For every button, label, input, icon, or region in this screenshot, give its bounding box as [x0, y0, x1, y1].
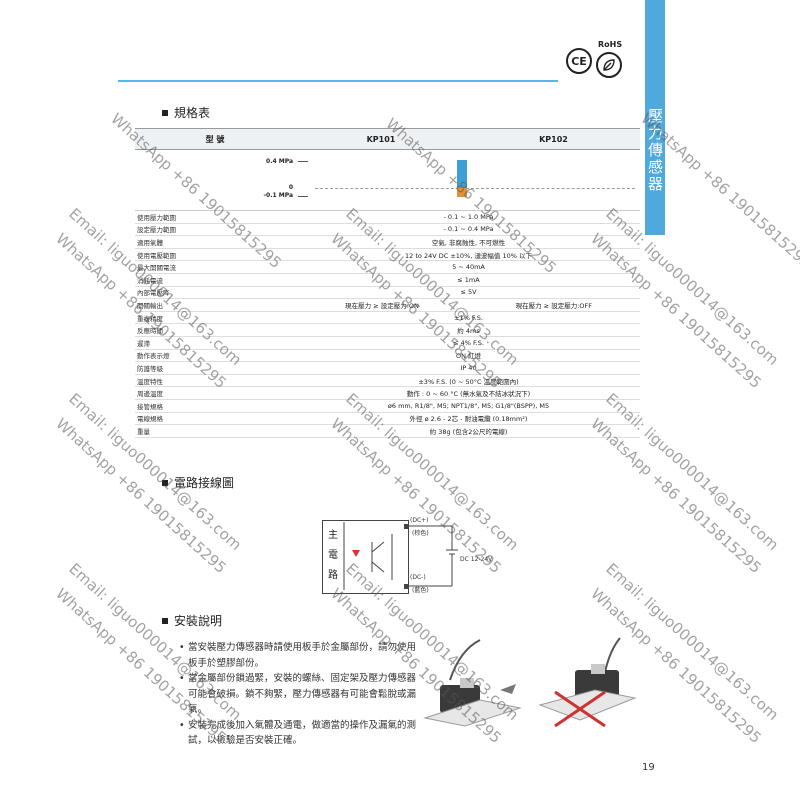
range-tick	[298, 161, 308, 162]
install-section-title: 安裝說明	[162, 612, 222, 629]
spec-section-title: 規格表	[162, 104, 210, 121]
model-label: 型 號	[205, 134, 225, 144]
spec-row: 遲滯≤ 4% F.S.	[135, 337, 640, 350]
led-icon	[352, 550, 360, 557]
install-correct-photo	[423, 639, 522, 727]
spec-row: 溫度特性±3% F.S. (0 ~ 50°C 溫度範圍內)	[135, 375, 640, 388]
install-notes: 當安裝壓力傳感器時請使用板手於金屬部份，請勿使用板手於塑膠部份。 當金屬部份鎖過…	[178, 640, 423, 749]
range-zero-label: 0	[288, 184, 293, 191]
negative-range-bar	[457, 188, 467, 197]
ce-mark-icon: CE	[566, 48, 592, 74]
spec-row: 適用氣體空氣, 非腐蝕性, 不可燃性	[135, 236, 640, 249]
dc-minus-label: (DC-)	[410, 574, 426, 581]
spec-table-header: 型 號 KP101 KP102	[135, 128, 640, 150]
install-note: 當金屬部份鎖過緊，安裝的螺絲、固定架及壓力傳感器可能會破損。鎖不夠緊，壓力傳感器…	[179, 671, 423, 718]
spec-row: 內部電壓降≤ 5V	[135, 287, 640, 300]
rohs-label: RoHS	[598, 40, 623, 49]
spec-row: 設定壓力範圍- 0.1 ~ 0.4 MPa	[135, 224, 640, 237]
category-tab: 壓力傳感器	[645, 65, 665, 235]
header-rule	[118, 80, 558, 82]
bullet-square-icon	[162, 617, 168, 624]
range-min-label: -0.1 MPa	[263, 192, 293, 199]
spec-row: 周邊溫度動作 : 0 ~ 60 °C (無水氣及不結冰狀況下)	[135, 387, 640, 400]
spec-row: 反應時間約 4ms	[135, 324, 640, 337]
page-number: 19	[642, 762, 655, 773]
pressure-range-diagram: 0.4 MPa 0 -0.1 MPa	[135, 150, 640, 211]
zero-line	[315, 188, 635, 189]
spec-row: 重量約 38g (包含2公尺的電線)	[135, 425, 640, 438]
bullet-square-icon	[162, 479, 168, 486]
watermark-whatsapp: WhatsApp +86 19015815295	[587, 415, 765, 577]
brown-wire-label: (棕色)	[412, 530, 429, 537]
install-incorrect-photo	[538, 637, 637, 728]
install-note: 安裝完成後加入氣體及通電，做適當的操作及漏氣的測試，以檢驗是否安裝正確。	[179, 718, 423, 749]
bullet-square-icon	[162, 109, 168, 116]
positive-range-bar	[457, 160, 467, 188]
spec-title-text: 規格表	[174, 106, 211, 120]
range-max-label: 0.4 MPa	[266, 158, 293, 165]
install-note: 當安裝壓力傳感器時請使用板手於金屬部份，請勿使用板手於塑膠部份。	[179, 640, 423, 671]
spec-row: 使用壓力範圍- 0.1 ~ 1.0 MPa	[135, 211, 640, 224]
wiring-title-text: 電路接線圖	[174, 476, 235, 490]
spec-row: 消耗電流≤ 1mA	[135, 274, 640, 287]
spec-row: 重複精度±1% F.S.	[135, 312, 640, 325]
wiring-diagram: 主電路 (DC+) (棕色) DC 12-24V (DC-) (藍色)	[322, 512, 512, 594]
model-kp101: KP101	[366, 134, 396, 144]
blue-wire-label: (藍色)	[412, 587, 429, 594]
spec-row: 電線規格外徑 ø 2.6 - 2芯 - 耐油電纜 (0.18mm²)	[135, 413, 640, 426]
circuit-schematic	[343, 522, 458, 590]
range-tick	[298, 196, 308, 197]
watermark-whatsapp: WhatsApp +86 19015815295	[52, 415, 230, 577]
dc-plus-label: (DC+)	[410, 517, 429, 524]
install-title-text: 安裝說明	[174, 614, 223, 628]
wiring-section-title: 電路接線圖	[162, 474, 234, 491]
main-circuit-box	[322, 520, 409, 594]
spec-table: 型 號 KP101 KP102 0.4 MPa 0 -0.1 MPa 使用壓力範…	[135, 128, 640, 438]
main-circuit-label: 主電路	[328, 530, 338, 581]
supply-label: DC 12-24V	[460, 556, 493, 563]
model-kp102: KP102	[539, 134, 568, 144]
leaf-icon	[596, 52, 622, 78]
